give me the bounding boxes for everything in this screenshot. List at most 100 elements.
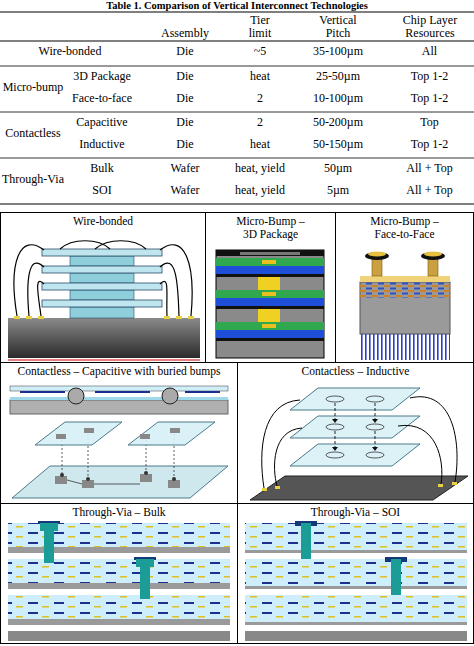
micro-bump-package-part [216,322,324,330]
figure-panel: Through-Via – SOI [237,503,474,644]
capacitive-coupling-part [10,400,228,414]
through-via-bulk [8,521,230,641]
micro-bump-package-part [262,260,276,264]
table-cell: 50-200µm [298,116,378,129]
micro-bump-package-part [240,252,300,255]
capacitive-coupling-part [10,386,228,391]
capacitive-coupling-part [140,474,152,482]
face-to-face-die-part [368,252,386,257]
inductive-coupling-part [290,416,420,438]
figure-panel: Micro-Bump – 3D Package [205,212,336,363]
panel-heading: Through-Via – Bulk [4,506,234,519]
capacitive-coupling-part [35,422,122,445]
table-cell: 50-150µm [298,138,378,151]
wire-bonded-stack-part [188,316,194,319]
table-cell: 2 [225,116,295,129]
wire-bonded-stack-part-part [28,263,44,316]
inductive-coupling-part [332,447,338,451]
table-cell: Bulk [64,162,140,175]
inductive-coupling-part-part [410,397,457,482]
inductive-coupling-part [250,476,468,500]
capacitive-coupling-part [170,428,180,433]
table-cell: All + Top [385,162,474,175]
wire-bonded-stack-part-part [95,241,146,249]
micro-bump-package-part [216,266,324,274]
table-cell: Through-Via [0,173,66,186]
panel-heading: Contactless – Inductive [241,365,470,378]
face-to-face-die-part [360,334,450,360]
capacitive-coupling-part [60,473,64,477]
through-via-bulk-part [8,583,230,589]
through-via-bulk-part [8,523,230,553]
through-via-soi-part [245,595,467,621]
inductive-coupling-part-part [366,396,384,402]
table-cell: Wire-bonded [0,45,140,58]
wire-bonded-stack-part [38,316,44,319]
inductive-coupling-part-part [335,431,336,448]
capacitive-coupling-part [94,484,140,485]
micro-bump-package-part [262,292,276,296]
through-via-soi-part [245,595,467,625]
table-cell: 35-100µm [298,45,378,58]
table-rule-part [0,11,474,12]
table-cell: Chip Layer Resources [390,14,470,40]
through-via-bulk-part [8,619,230,625]
wire-bonded-stack-part-part [160,263,179,316]
table-cell: Die [140,45,230,58]
inductive-coupling-part [372,419,378,423]
table-cell: heat [225,70,295,83]
figure-panel: Micro-Bump – Face-to-Face [335,212,474,363]
table-rule-part [0,158,474,159]
micro-bump-package-part [216,290,324,298]
figure-panel: Through-Via – Bulk [0,503,238,644]
panel-heading: Wire-bonded [4,215,202,228]
inductive-coupling-part-part [366,424,384,430]
micro-bump-package-part [216,298,324,306]
micro-bump-package-part [216,306,324,309]
panel-heading: Through-Via – SOI [241,506,470,519]
inductive-coupling-part [372,447,378,451]
table-cell: Assembly [140,27,230,40]
table-cell: Tier limit [243,14,277,40]
table-cell: Face-to-face [64,92,140,105]
table-cell: Inductive [64,138,140,151]
through-via-soi [245,521,467,641]
face-to-face-die-part [360,282,450,334]
micro-bump-package-part [216,250,324,358]
capacitive-coupling-part [56,434,66,439]
face-to-face-die [360,252,450,361]
table-cell: 10-100µm [298,92,378,105]
inductive-coupling-part-part [366,452,384,458]
inductive-coupling-part [290,444,420,466]
inductive-coupling-part [290,388,420,410]
capacitive-coupling-part [10,397,228,400]
table-cell: Top 1-2 [385,138,474,151]
inductive-coupling-part-part [335,403,336,420]
capacitive-coupling-part [162,388,178,404]
wire-bonded-stack-part-part [38,281,44,316]
through-via-bulk-part [8,523,230,547]
capacitive-coupling-part [95,391,150,393]
table-cell: 50µm [298,162,378,175]
through-via-bulk-part [8,595,230,625]
wire-bonded-stack-part [14,241,192,316]
table-cell: Contactless [0,127,66,140]
inductive-coupling-part-part [326,396,344,402]
table-cell: 25-50µm [298,70,378,83]
table-cell: Capacitive [64,116,140,129]
panel-heading: Micro-Bump – 3D Package [231,215,311,241]
capacitive-coupling-part [84,428,94,433]
micro-bump-package-part [262,324,276,328]
through-via-bulk-part [140,559,150,599]
wire-bonded-stack-part [42,266,162,273]
wire-bonded-stack-part [164,316,170,319]
micro-bump-package-part [216,258,324,266]
micro-bump-package-part [216,274,324,277]
capacitive-coupling-part [68,388,84,404]
table-cell: Die [140,138,230,151]
micro-bump-package [216,250,324,358]
face-to-face-die-part [360,282,450,298]
wire-bonded-stack-part [42,300,162,307]
table-rule-part [0,112,474,113]
through-via-soi-part [245,523,467,553]
